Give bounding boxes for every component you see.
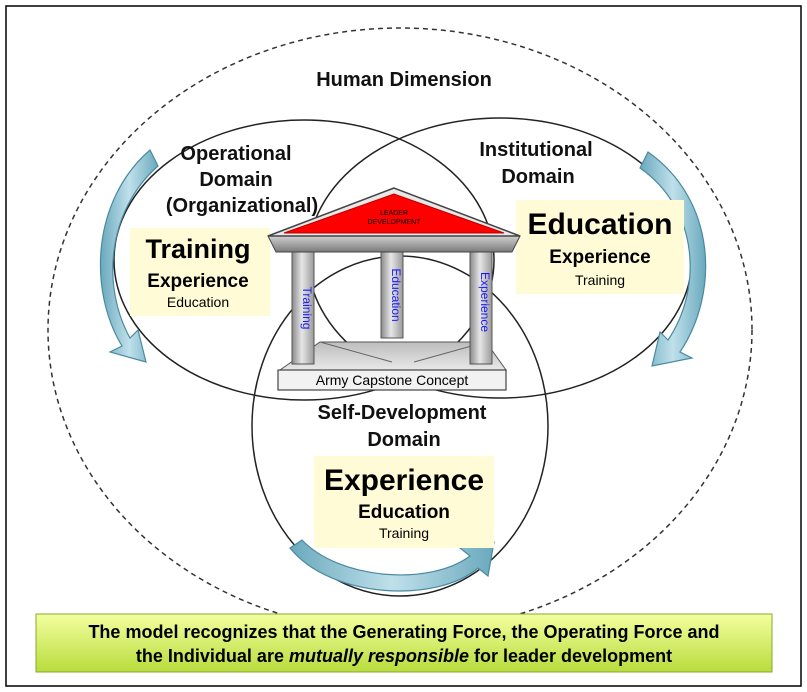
pillar-experience: Experience (469, 251, 493, 365)
operational-secondary-label: Experience (147, 271, 248, 292)
operational-label-box: Training Experience Education (130, 228, 270, 316)
footer-line2: the Individual are mutually responsible … (136, 646, 672, 666)
footer-banner: The model recognizes that the Generating… (35, 613, 773, 673)
pillar-training-label: Training (300, 287, 314, 330)
temple-base (277, 369, 507, 391)
pillar-education: Education (380, 251, 404, 339)
temple-roof-fill (283, 193, 505, 234)
roof-label-line1: LEADER (380, 210, 408, 217)
self-development-tertiary-label: Training (379, 525, 429, 541)
institutional-secondary-label: Experience (549, 247, 650, 268)
operational-tertiary-label: Education (167, 294, 229, 310)
operational-domain-title-line2: Domain (199, 169, 272, 191)
institutional-tertiary-label: Training (575, 272, 625, 288)
footer-line2-post: for leader development (469, 646, 672, 666)
self-development-label-box: Experience Education Training (314, 456, 494, 548)
roof-label-line2: DEVELOPMENT (368, 219, 422, 226)
institutional-label-box: Education Experience Training (516, 200, 684, 294)
cycle-arrow-left-icon (99, 149, 159, 363)
human-dimension-title: Human Dimension (316, 69, 492, 91)
temple-base-label: Army Capstone Concept (316, 372, 469, 388)
footer-line2-emphasis: mutually responsible (289, 646, 469, 666)
self-development-secondary-label: Education (358, 502, 450, 523)
cycle-arrow-bottom-icon (289, 539, 495, 592)
pillar-education-label: Education (389, 268, 403, 321)
pillar-experience-label: Experience (478, 272, 492, 332)
footer-line2-pre: the Individual are (136, 646, 289, 666)
institutional-domain-title-line1: Institutional (479, 139, 592, 161)
temple-roof-band (267, 235, 521, 253)
institutional-domain-title-line2: Domain (501, 166, 574, 188)
operational-domain-title-line1: Operational (180, 143, 291, 165)
operational-domain-title-line3: (Organizational) (166, 195, 318, 217)
self-development-primary-label: Experience (324, 464, 484, 497)
footer-line1: The model recognizes that the Generating… (88, 622, 719, 642)
self-development-domain-title-line2: Domain (367, 429, 440, 451)
operational-domain-circle (113, 119, 495, 401)
pillar-training: Training (291, 251, 315, 365)
institutional-primary-label: Education (527, 208, 672, 241)
self-development-domain-title-line1: Self-Development (318, 402, 487, 424)
leader-development-temple: Training Education Experience LEADER DEV… (267, 187, 521, 391)
operational-primary-label: Training (145, 234, 250, 264)
